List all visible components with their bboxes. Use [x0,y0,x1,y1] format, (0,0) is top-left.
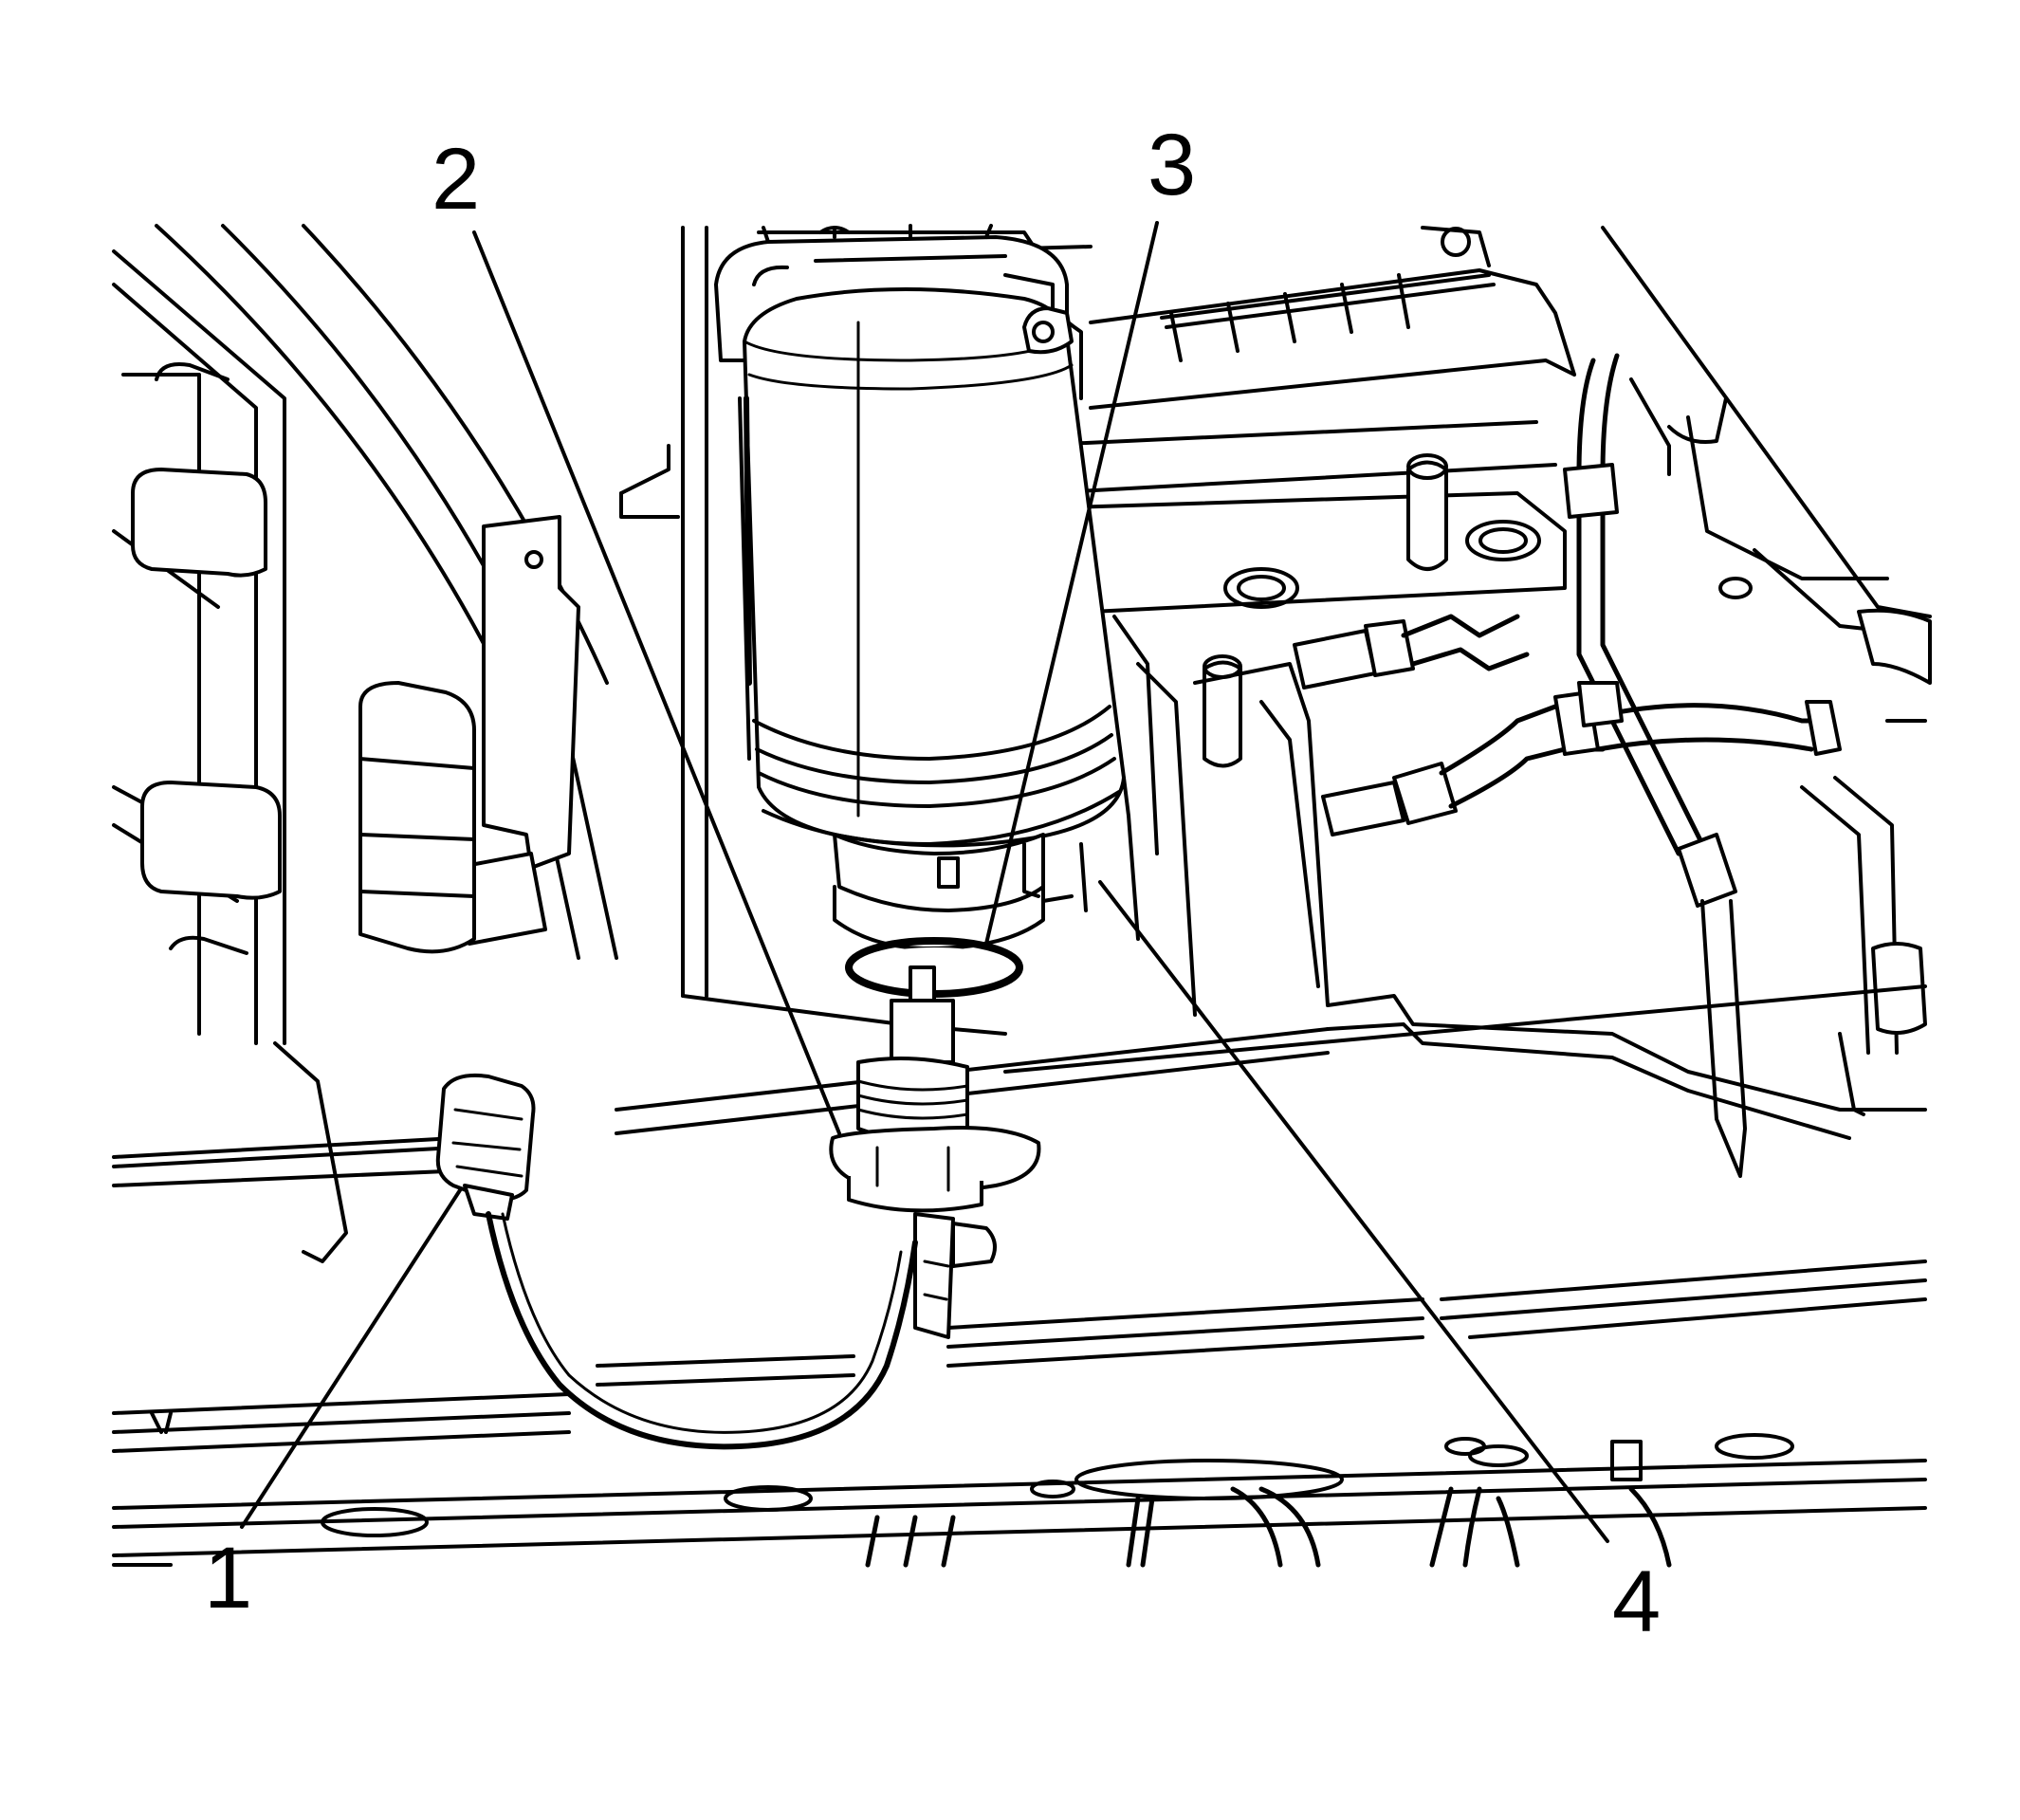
leader-line-3 [984,221,1159,946]
fuel-filter-housing [714,224,1140,950]
leader-line-1 [240,1188,462,1529]
leader-line-4 [1098,880,1609,1543]
leader-line-2 [472,230,841,1135]
wiring-harness-connector [435,1073,918,1450]
callout-1: 1 [204,1530,252,1627]
callout-2: 2 [432,131,480,228]
callout-4: 4 [1612,1553,1661,1650]
water-in-fuel-sensor [829,965,1041,1339]
callouts: 1 2 3 4 [204,117,1661,1650]
callout-3: 3 [1148,117,1196,213]
leader-lines [240,221,1609,1543]
chassis-background [112,224,1932,1568]
